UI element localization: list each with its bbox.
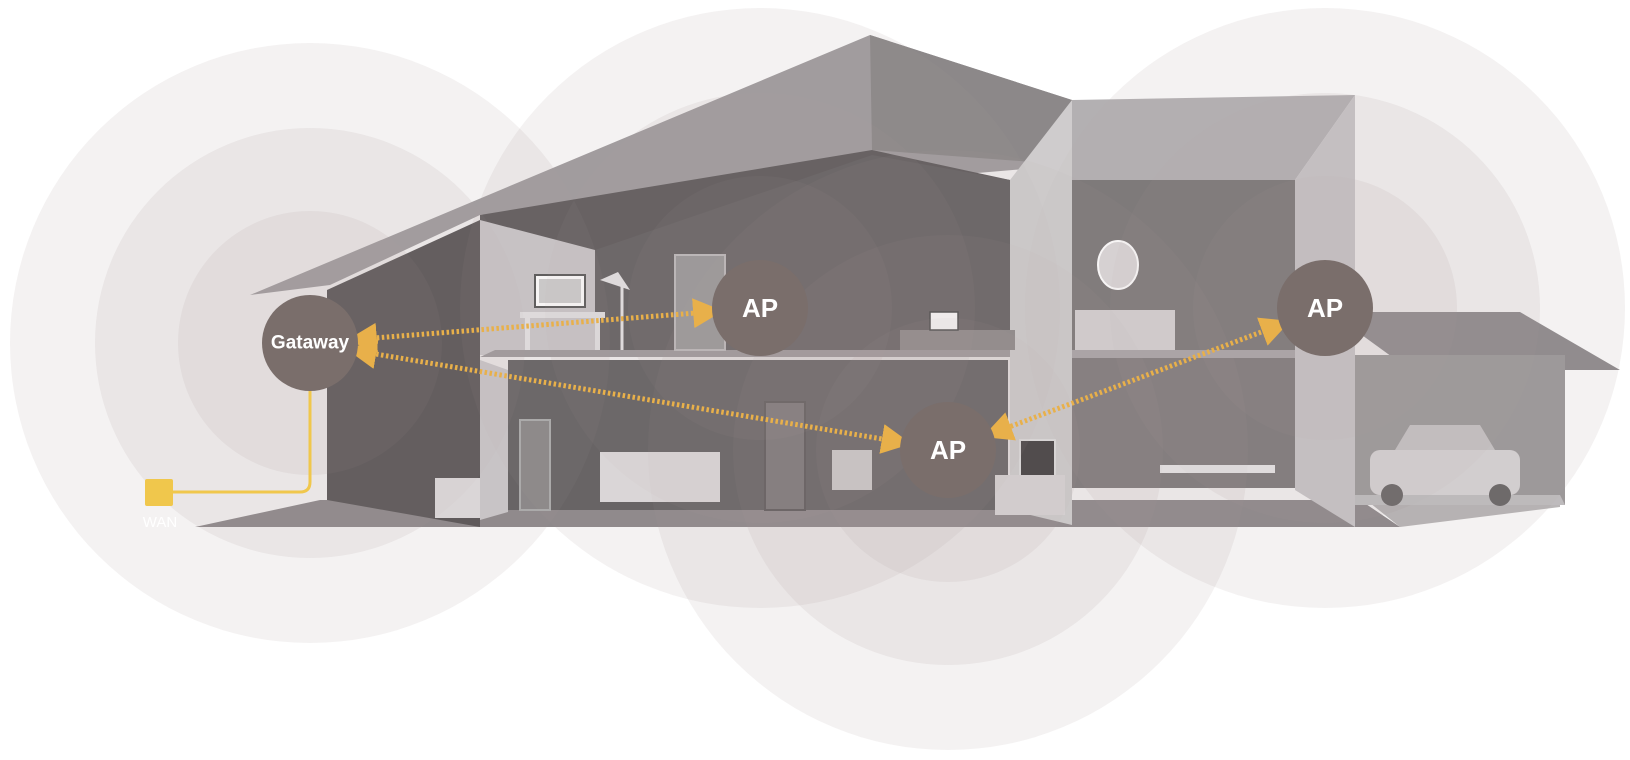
car-cabin bbox=[1395, 425, 1495, 450]
tv-stand bbox=[995, 475, 1065, 515]
lamp-shade bbox=[600, 272, 630, 290]
car bbox=[1370, 450, 1520, 495]
ap-upper-node: AP bbox=[712, 260, 808, 356]
ap-right-node: AP bbox=[1277, 260, 1373, 356]
nightstand bbox=[435, 478, 480, 518]
ap-lower-circle bbox=[900, 402, 996, 498]
main-roof bbox=[250, 35, 1072, 295]
wan-connection: WAN bbox=[143, 360, 312, 531]
dining-table bbox=[1160, 465, 1275, 473]
ap-upper-label: AP bbox=[742, 293, 778, 323]
right-roof bbox=[1072, 95, 1355, 180]
car-wheel-front bbox=[1381, 484, 1403, 506]
armchair bbox=[832, 450, 872, 490]
link-gateway-to-ap-lower bbox=[346, 339, 912, 454]
laptop bbox=[929, 311, 959, 331]
wan-cable bbox=[172, 360, 312, 494]
ap-lower-node: AP bbox=[900, 402, 996, 498]
car-wheel-rear bbox=[1489, 484, 1511, 506]
ap-right-label: AP bbox=[1307, 293, 1343, 323]
wan-port-icon bbox=[145, 479, 173, 506]
gateway-circle bbox=[262, 295, 358, 391]
mirror bbox=[1097, 240, 1139, 290]
roof-peak-side bbox=[870, 35, 1072, 165]
ap-lower-label: AP bbox=[930, 435, 966, 465]
sofa-lower bbox=[600, 452, 720, 502]
coverage-overlay bbox=[10, 8, 1625, 750]
gateway-label: Gataway bbox=[271, 333, 350, 354]
gateway-node: Gataway bbox=[262, 295, 358, 391]
garage-floor bbox=[1355, 495, 1565, 505]
mesh-links bbox=[346, 298, 1291, 454]
wan-label: WAN bbox=[143, 514, 177, 531]
ap-upper-circle bbox=[712, 260, 808, 356]
ap-right-circle bbox=[1277, 260, 1373, 356]
